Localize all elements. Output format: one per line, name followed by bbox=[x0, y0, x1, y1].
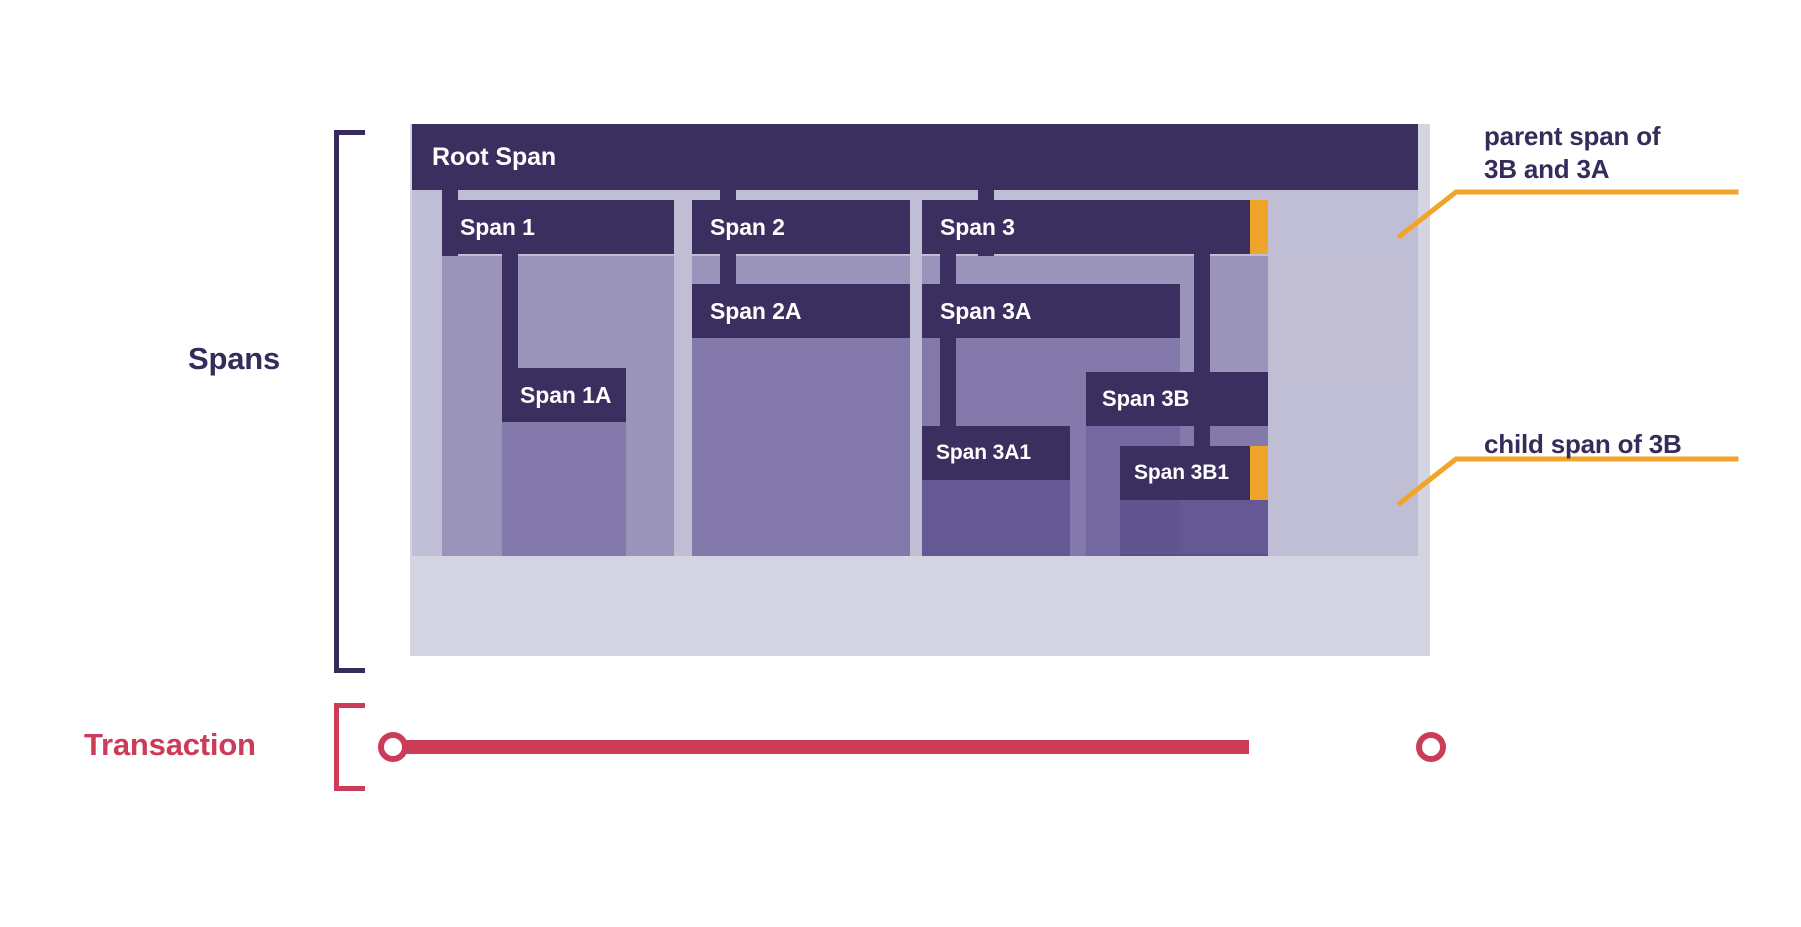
marker-child-span-3b1[interactable] bbox=[1250, 446, 1268, 500]
span-bar-3b[interactable]: Span 3B bbox=[1086, 372, 1268, 426]
callout-leader-child bbox=[1396, 456, 1739, 507]
span-bar-root[interactable]: Root Span bbox=[412, 124, 1418, 190]
connector-span2-to-span2a bbox=[720, 254, 736, 286]
transaction-bracket bbox=[334, 703, 365, 791]
span-waterfall: Root Span Span 1 Span 1A Span 2 Span 2A … bbox=[410, 124, 1430, 656]
span-bar-1[interactable]: Span 1 bbox=[442, 200, 674, 254]
span-bar-2a[interactable]: Span 2A bbox=[692, 284, 910, 338]
connector-span1-to-span1a bbox=[502, 254, 518, 372]
callout-leader-parent bbox=[1396, 189, 1739, 240]
spans-section-label: Spans bbox=[188, 341, 281, 376]
span-bar-3a[interactable]: Span 3A bbox=[922, 284, 1180, 338]
span-body-3b1-fill bbox=[1120, 500, 1268, 556]
span-bar-3a1[interactable]: Span 3A1 bbox=[922, 426, 1070, 480]
span-bar-1a[interactable]: Span 1A bbox=[502, 368, 626, 422]
connector-span3-to-span3b bbox=[1194, 254, 1210, 372]
spans-bracket bbox=[334, 130, 365, 673]
connector-span3a-to-span3a1 bbox=[940, 338, 956, 442]
callout-text-child: child span of 3B bbox=[1484, 429, 1682, 459]
transaction-start-marker[interactable] bbox=[378, 732, 408, 762]
span-bar-3b1[interactable]: Span 3B1 bbox=[1120, 446, 1268, 500]
transaction-section-label: Transaction bbox=[84, 727, 256, 762]
transaction-end-marker[interactable] bbox=[1416, 732, 1446, 762]
callout-text-parent: parent span of 3B and 3A bbox=[1484, 121, 1661, 185]
connector-span3-to-span3a bbox=[940, 254, 956, 286]
transaction-duration-bar[interactable] bbox=[389, 740, 1249, 754]
span-bar-2[interactable]: Span 2 bbox=[692, 200, 910, 254]
marker-parent-span-3[interactable] bbox=[1250, 200, 1268, 254]
span-body-2a bbox=[692, 338, 910, 556]
span-body-3a1 bbox=[922, 480, 1070, 556]
span-body-1a bbox=[502, 422, 626, 556]
span-bar-3[interactable]: Span 3 bbox=[922, 200, 1268, 254]
